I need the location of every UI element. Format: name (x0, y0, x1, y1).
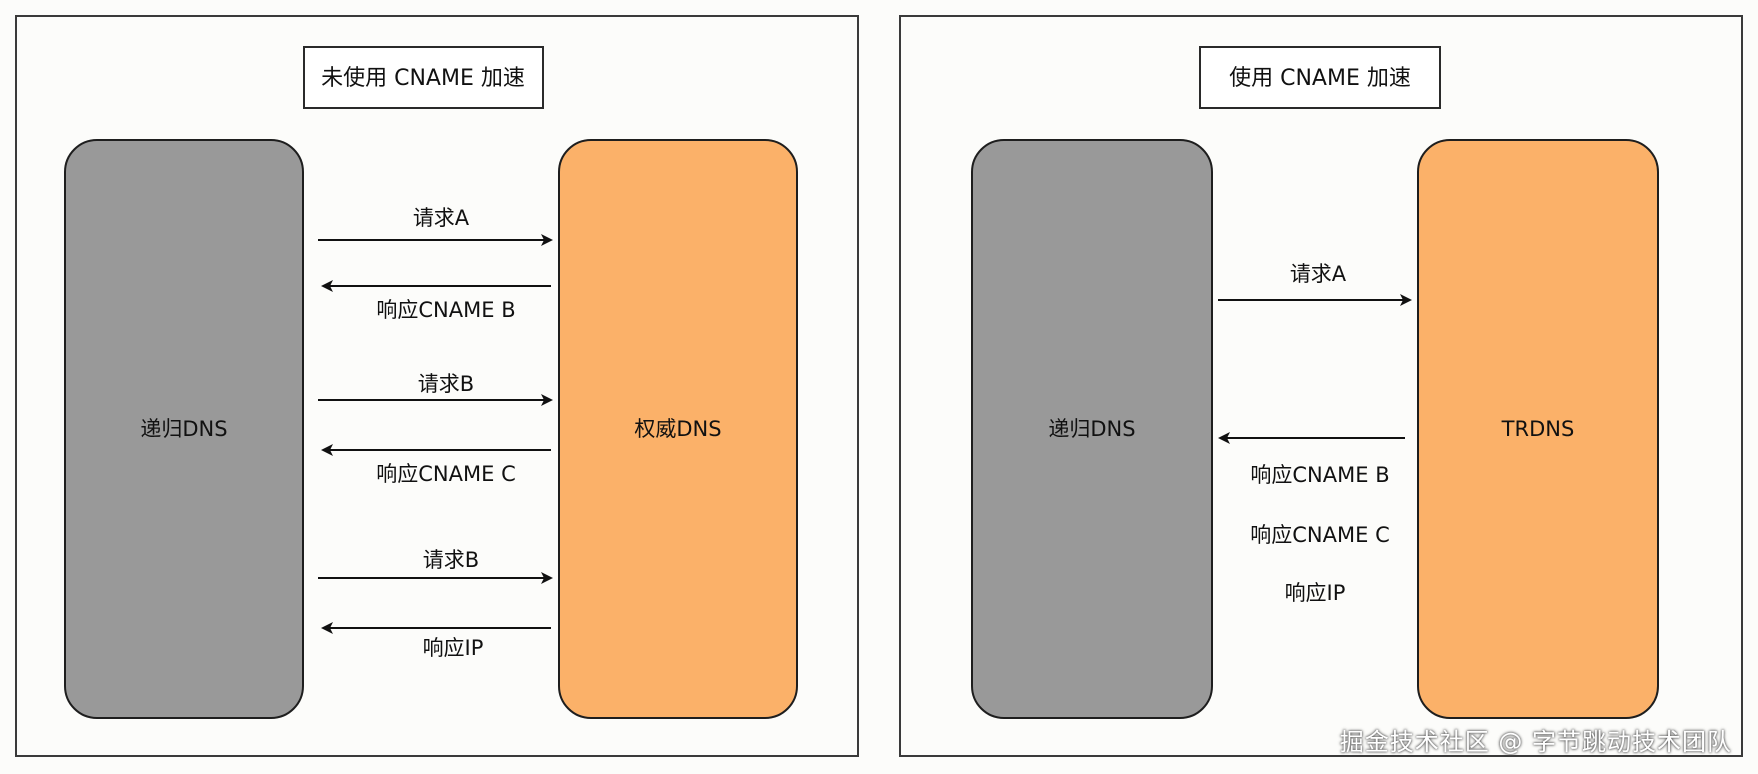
recursive-dns-label: 递归DNS (140, 417, 227, 441)
authoritative-dns-label: 权威DNS (634, 417, 721, 441)
trdns-label: TRDNS (1501, 417, 1575, 441)
message-request-b-1: 请求B (418, 372, 474, 396)
message-request-a: 请求A (413, 206, 470, 230)
message-response-cname-b: 响应CNAME B (1250, 463, 1389, 487)
recursive-dns-box (64, 139, 304, 719)
message-response-cname-c: 响应CNAME C (1250, 523, 1389, 547)
authoritative-dns-box (558, 139, 798, 719)
title-box (303, 46, 544, 109)
title-box (1199, 46, 1441, 109)
message-request-b-2: 请求B (423, 548, 479, 572)
trdns-box (1417, 139, 1659, 719)
message-response-cname-c: 响应CNAME C (376, 462, 515, 486)
panel-title: 未使用 CNAME 加速 (321, 66, 525, 91)
message-response-cname-b: 响应CNAME B (376, 298, 515, 322)
recursive-dns-label: 递归DNS (1048, 417, 1135, 441)
message-response-ip: 响应IP (423, 636, 484, 660)
message-request-a: 请求A (1290, 262, 1347, 286)
panel-with-cname: 使用 CNAME 加速 递归DNS TRDNS 请求A 响应CNAME B 响应… (899, 15, 1743, 757)
panel-title: 使用 CNAME 加速 (1229, 66, 1411, 91)
recursive-dns-box (971, 139, 1213, 719)
watermark: 掘金技术社区 @ 字节跳动技术团队 (1339, 728, 1732, 756)
message-response-ip: 响应IP (1285, 581, 1346, 605)
panel-without-cname: 未使用 CNAME 加速 递归DNS 权威DNS 请求A 响应CNAME B 请… (15, 15, 859, 757)
